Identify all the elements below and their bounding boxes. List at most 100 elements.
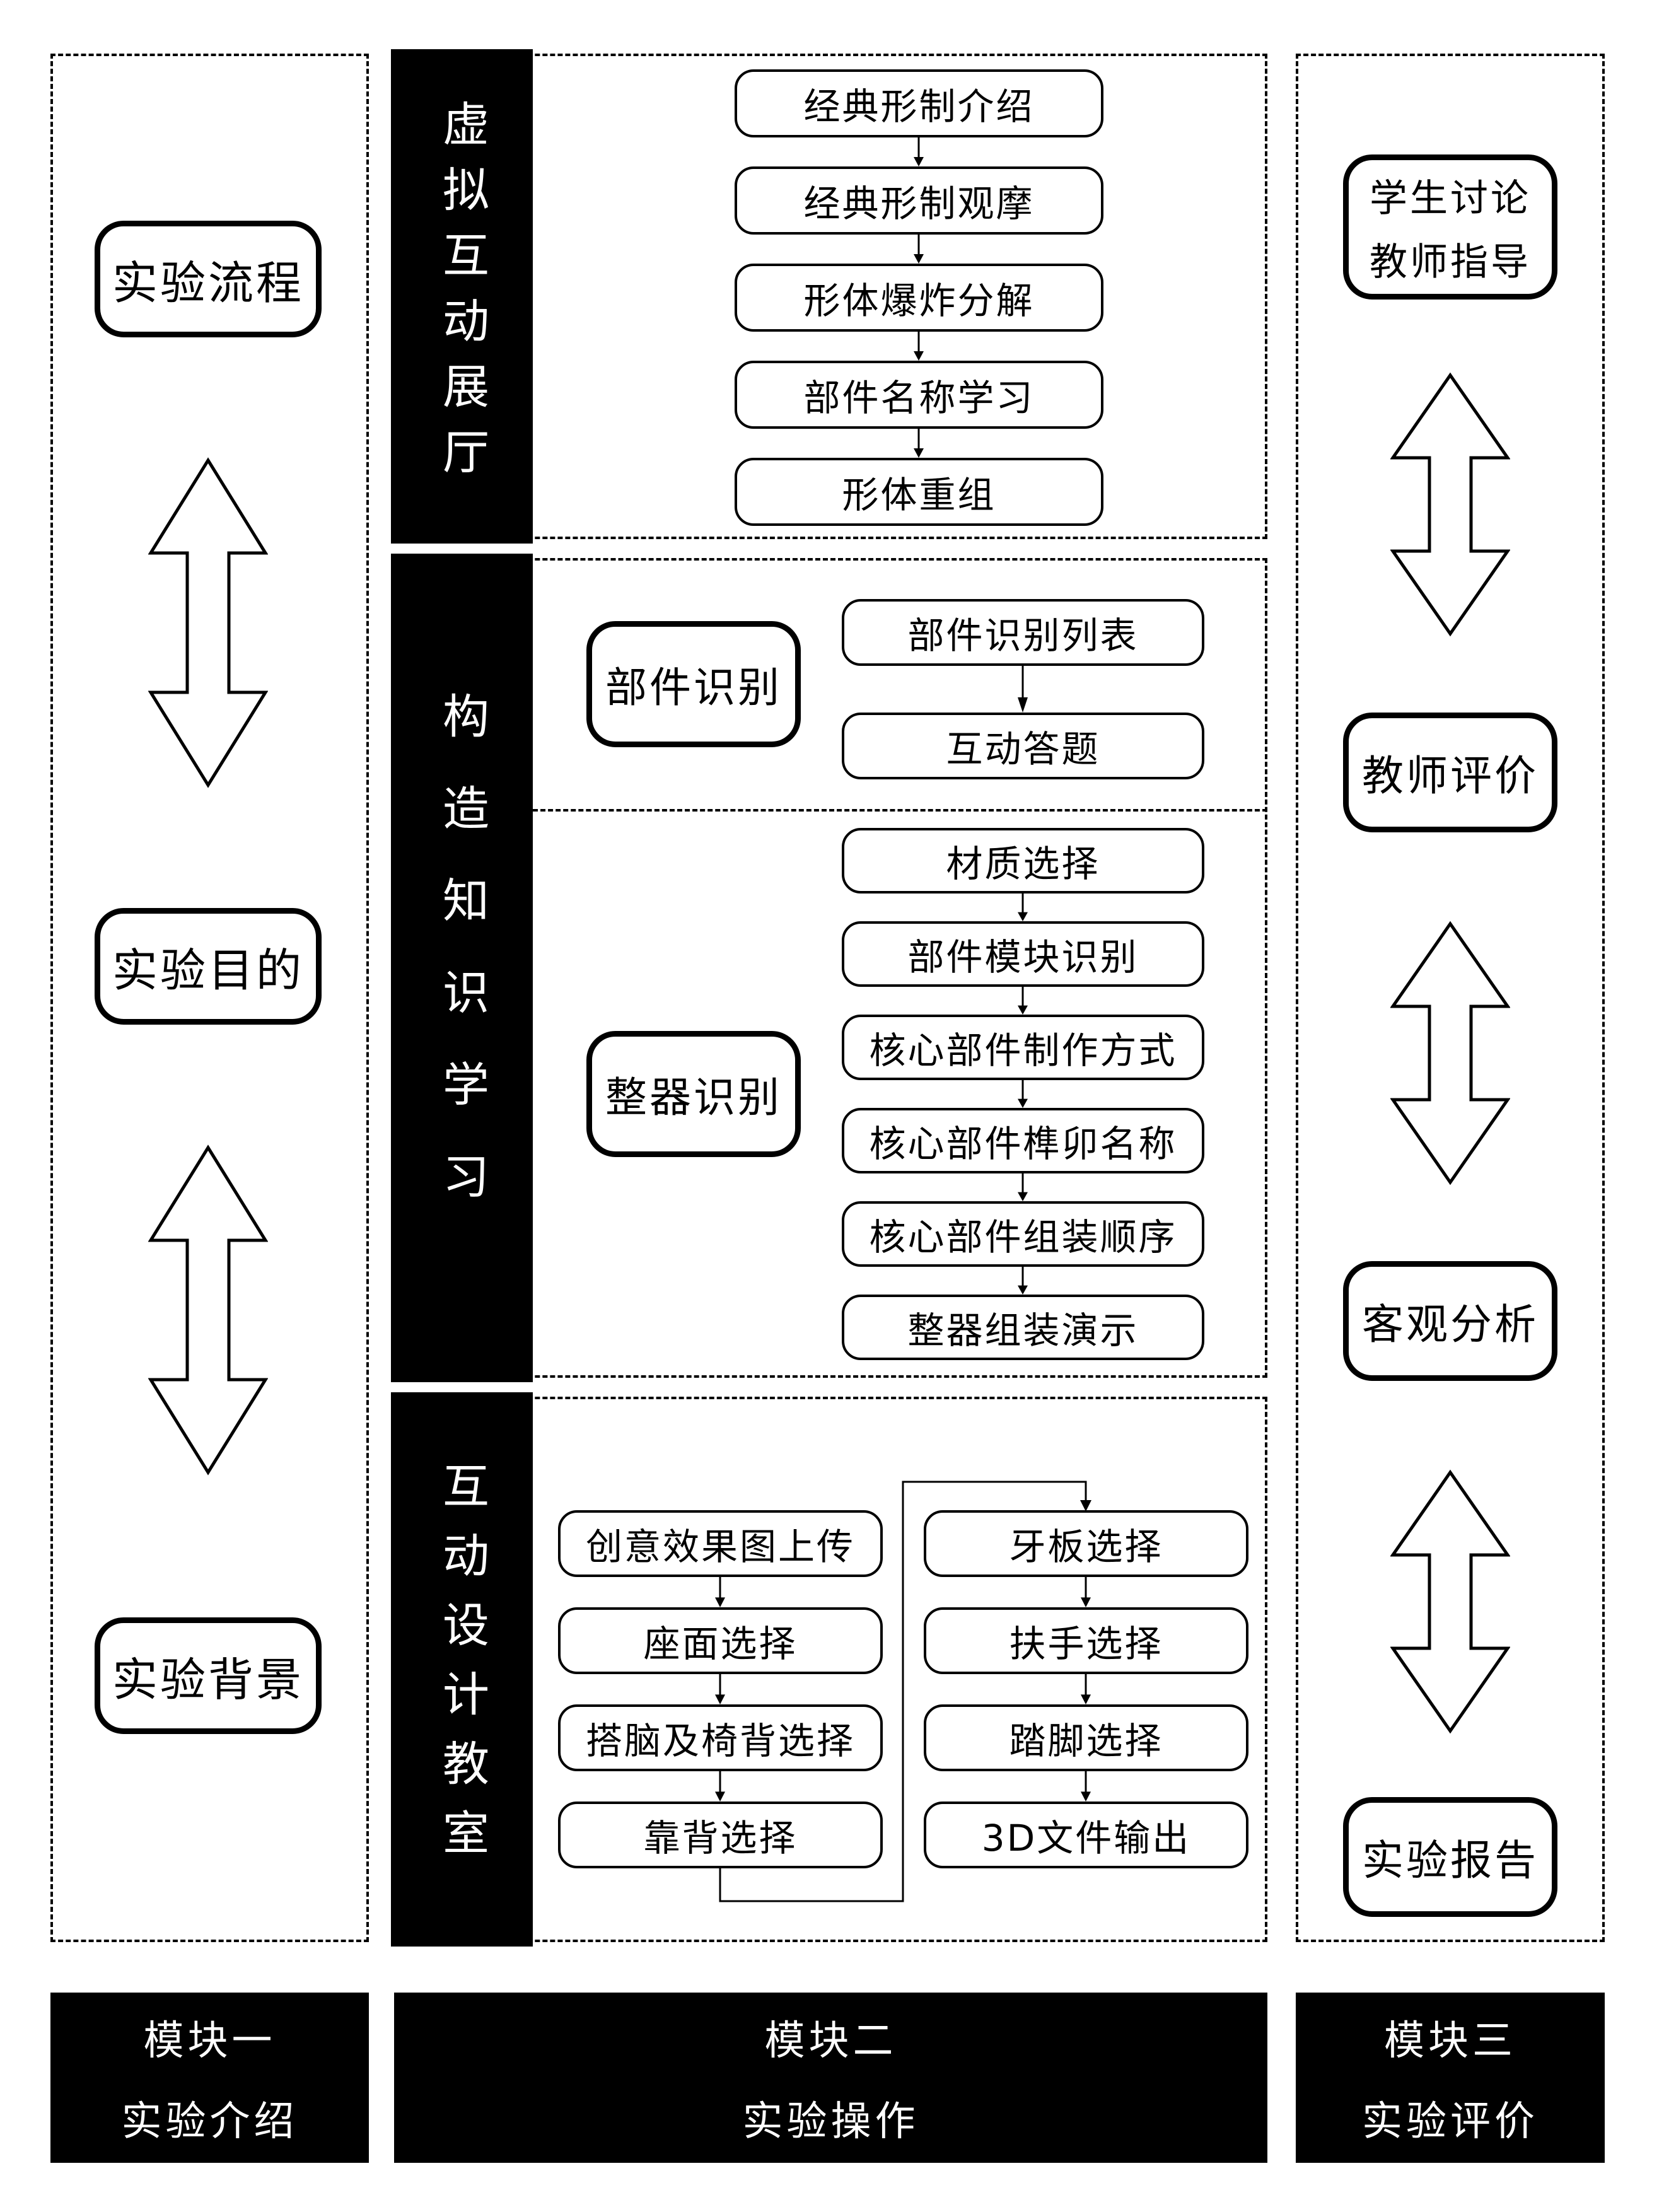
flow-box-label: 部件名称学习 — [803, 376, 1035, 419]
flow-box-label: 实验流程 — [112, 257, 304, 310]
flow-box-crest-rail-backrest-selection: 搭脑及椅背选择 — [558, 1704, 883, 1771]
flow-box-label: 部件识别列表 — [907, 614, 1139, 657]
flow-box-core-part-joint-names: 核心部件榫卯名称 — [842, 1108, 1204, 1173]
flow-box-label: 座面选择 — [643, 1622, 798, 1665]
side-box-whole-object-recognition: 整器识别 — [586, 1031, 801, 1157]
virtual-hall-strip: 虚拟互动展厅 — [391, 49, 533, 544]
flow-box-creative-render-upload: 创意效果图上传 — [558, 1510, 883, 1577]
flow-box-whole-assembly-demo: 整器组装演示 — [842, 1295, 1204, 1360]
flow-box-material-selection: 材质选择 — [842, 828, 1204, 894]
flow-box-label: 形体爆炸分解 — [803, 279, 1035, 322]
flow-box-label: 材质选择 — [946, 842, 1100, 885]
flow-box-core-part-making-method: 核心部件制作方式 — [842, 1015, 1204, 1080]
down-arrow-icon — [715, 1771, 725, 1802]
module3-dashed-frame — [1296, 54, 1605, 1942]
flow-box-label: 经典形制观摩 — [803, 182, 1035, 225]
module-bar-title: 模块三 — [1384, 2018, 1516, 2064]
flow-box-student-discussion-teacher-guidance: 学生讨论 教师指导 — [1343, 154, 1557, 300]
flow-box-experiment-background: 实验背景 — [95, 1617, 322, 1734]
flow-box-label: 客观分析 — [1362, 1300, 1539, 1349]
flow-box-label: 实验目的 — [112, 944, 304, 997]
construction-knowledge-strip: 构造知识学习 — [391, 554, 533, 1382]
flow-box-part-recognition-list: 部件识别列表 — [842, 599, 1204, 666]
flow-box-experiment-process: 实验流程 — [95, 221, 322, 337]
flow-box-label: 3D文件输出 — [981, 1817, 1191, 1860]
down-arrow-icon — [1018, 1080, 1028, 1108]
design-classroom-strip: 互动设计教室 — [391, 1392, 533, 1947]
flow-box-teacher-evaluation: 教师评价 — [1343, 713, 1557, 832]
flow-box-label-line1: 学生讨论 — [1370, 177, 1531, 221]
flow-box-objective-analysis: 客观分析 — [1343, 1261, 1557, 1381]
double-arrow-icon — [1390, 1469, 1510, 1734]
module1-dashed-frame — [50, 54, 369, 1942]
module-bar-title: 模块二 — [764, 2018, 897, 2064]
side-box-part-recognition: 部件识别 — [586, 621, 801, 747]
flow-box-label-line2: 教师指导 — [1370, 240, 1531, 284]
flow-box-label: 核心部件榫卯名称 — [869, 1122, 1177, 1165]
flow-box-classic-form-observe: 经典形制观摩 — [735, 166, 1103, 235]
flow-box-3d-file-output: 3D文件输出 — [924, 1802, 1248, 1868]
down-arrow-icon — [914, 429, 924, 458]
flow-box-label: 经典形制介绍 — [803, 85, 1035, 128]
flow-box-label: 实验报告 — [1362, 1836, 1539, 1885]
down-arrow-icon — [1081, 1674, 1091, 1704]
flow-box-part-name-learning: 部件名称学习 — [735, 361, 1103, 429]
double-arrow-icon — [148, 457, 268, 788]
down-arrow-icon — [914, 332, 924, 361]
down-arrow-icon — [1018, 894, 1028, 921]
double-arrow-icon — [1390, 921, 1510, 1185]
down-arrow-icon — [1018, 1267, 1028, 1295]
flow-box-footrest-selection: 踏脚选择 — [924, 1704, 1248, 1771]
flow-box-experiment-report: 实验报告 — [1343, 1797, 1557, 1917]
flow-box-label: 创意效果图上传 — [585, 1525, 855, 1568]
module-bar-3: 模块三 实验评价 — [1296, 1993, 1605, 2163]
side-box-label: 部件识别 — [605, 663, 782, 712]
flow-box-core-part-assembly-order: 核心部件组装顺序 — [842, 1201, 1204, 1267]
module-bar-title: 模块一 — [143, 2018, 276, 2064]
flow-box-seat-selection: 座面选择 — [558, 1607, 883, 1674]
down-arrow-icon — [1081, 1771, 1091, 1802]
double-arrow-icon — [148, 1144, 268, 1476]
side-box-label: 整器识别 — [605, 1073, 782, 1122]
flow-box-label: 搭脑及椅背选择 — [585, 1720, 855, 1762]
double-arrow-icon — [1390, 372, 1510, 637]
flow-box-label: 核心部件组装顺序 — [869, 1216, 1177, 1259]
down-arrow-icon — [1018, 1173, 1028, 1201]
down-arrow-icon — [715, 1674, 725, 1704]
flow-box-interactive-quiz: 互动答题 — [842, 713, 1204, 779]
flow-box-label: 核心部件制作方式 — [869, 1029, 1177, 1072]
flow-box-label: 部件模块识别 — [907, 936, 1139, 979]
flow-box-label: 踏脚选择 — [1009, 1720, 1163, 1762]
flow-box-label: 牙板选择 — [1009, 1525, 1163, 1568]
down-arrow-icon — [1018, 987, 1028, 1015]
flow-box-label: 扶手选择 — [1009, 1622, 1163, 1665]
flow-box-form-recompose: 形体重组 — [735, 458, 1103, 526]
flow-box-label: 整器组装演示 — [907, 1309, 1139, 1352]
flow-box-backrest-selection: 靠背选择 — [558, 1802, 883, 1868]
flow-box-label: 靠背选择 — [643, 1817, 798, 1860]
module-bar-1: 模块一 实验介绍 — [50, 1993, 369, 2163]
down-arrow-icon — [1018, 666, 1028, 713]
flow-box-apron-selection: 牙板选择 — [924, 1510, 1248, 1577]
module-bar-subtitle: 实验介绍 — [121, 2098, 298, 2145]
flow-box-part-module-recognition: 部件模块识别 — [842, 921, 1204, 987]
flow-box-label: 互动答题 — [946, 728, 1100, 771]
flow-box-label: 实验背景 — [112, 1653, 304, 1706]
construction-knowledge-strip-label: 构造知识学习 — [434, 692, 489, 1244]
flow-box-armrest-selection: 扶手选择 — [924, 1607, 1248, 1674]
down-arrow-icon — [914, 137, 924, 166]
module-bar-subtitle: 实验评价 — [1362, 2098, 1539, 2145]
down-arrow-icon — [1081, 1577, 1091, 1607]
design-classroom-strip-label: 互动设计教室 — [434, 1461, 489, 1878]
elbow-connector — [719, 1481, 1091, 1902]
flow-box-explode-decompose: 形体爆炸分解 — [735, 264, 1103, 332]
virtual-hall-strip-label: 虚拟互动展厅 — [434, 100, 489, 493]
flow-box-experiment-purpose: 实验目的 — [95, 908, 322, 1025]
sub-section-divider — [533, 809, 1267, 812]
down-arrow-icon — [914, 235, 924, 264]
down-arrow-icon — [715, 1577, 725, 1607]
module-bar-subtitle: 实验操作 — [742, 2098, 919, 2145]
flow-box-label: 教师评价 — [1362, 752, 1539, 800]
flow-box-label: 形体重组 — [842, 474, 996, 516]
